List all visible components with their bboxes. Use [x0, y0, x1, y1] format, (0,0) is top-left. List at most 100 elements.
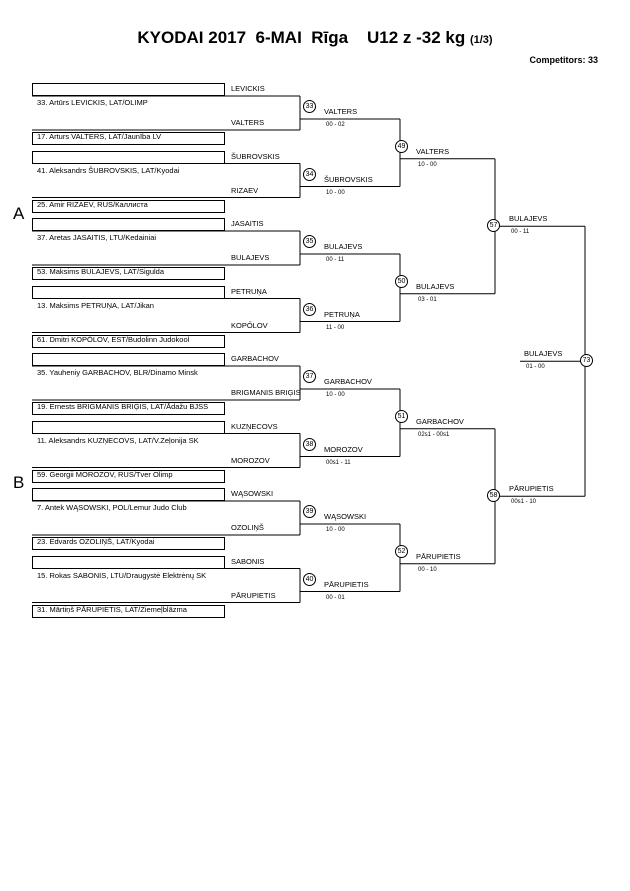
- match-score: 02s1 - 00s1: [418, 431, 450, 438]
- round1-name: OZOLIŅŠ: [231, 523, 264, 532]
- entrant-label: 25. Amir RIZAEV, RUS/Каллиста: [37, 199, 148, 209]
- entrant-label: 7. Antek WĄSOWSKI, POL/Lemur Judo Club: [37, 503, 187, 512]
- winner-name: PĀRUPIETIS: [509, 484, 554, 494]
- round1-name: PĀRUPIETIS: [231, 590, 276, 600]
- entrant-label: 11. Aleksandrs KUZŅECOVS, LAT/V.Zeļonija…: [37, 435, 199, 445]
- match-number: 50: [395, 274, 408, 288]
- match-number: 40: [303, 572, 316, 586]
- winner-name: BULAJEVS: [324, 242, 363, 251]
- match-score: 00 - 11: [511, 229, 530, 236]
- match-number: 57: [487, 219, 500, 233]
- winner-name: PĀRUPIETIS: [416, 551, 461, 561]
- winner-name: VALTERS: [324, 107, 358, 116]
- match-number: 37: [303, 370, 316, 383]
- winner-name: BULAJEVS: [509, 214, 548, 224]
- match-score: 00 - 01: [326, 594, 345, 601]
- title-text: KYODAI 2017 6-MAI Rīga U12 z -32 kg: [137, 28, 466, 47]
- entrant-label: 35. Yauheniy GARBACHOV, BLR/Dinamo Minsk: [37, 368, 198, 377]
- round1-name: BRIGMANIS BRIĢIS: [231, 388, 301, 397]
- winner-name: MOROZOV: [324, 444, 363, 454]
- match-score: 00 - 02: [326, 122, 345, 128]
- match-score: 11 - 00: [326, 324, 345, 331]
- winner-name: WĄSOWSKI: [324, 512, 367, 521]
- match-score: 10 - 00: [326, 392, 345, 398]
- entrant-label: 17. Arturs VALTERS, LAT/Jaunība LV: [37, 132, 162, 141]
- entrant-label: 41. Aleksandrs ŠUBROVSKIS, LAT/Kyodai: [37, 165, 180, 175]
- winner-name: GARBACHOV: [416, 416, 464, 426]
- match-number: 52: [395, 544, 408, 558]
- match-score: 00 - 10: [418, 566, 437, 573]
- match-score: 10 - 00: [418, 161, 437, 168]
- winner-name: BULAJEVS: [416, 281, 455, 291]
- match-score: 03 - 01: [418, 296, 437, 303]
- entrant-box: [32, 83, 225, 96]
- match-number: 33: [303, 100, 316, 113]
- match-number: 51: [395, 409, 408, 423]
- pool-b-label: B: [13, 473, 25, 492]
- winner-name: PĀRUPIETIS: [324, 579, 369, 589]
- entrant-label: 15. Rokas SABONIS, LTU/Draugystė Elektrė…: [37, 570, 207, 580]
- match-score: 00 - 11: [326, 257, 345, 263]
- round1-name: BULAJEVS: [231, 253, 270, 262]
- entrant-label: 33. Artūrs LEVICKIS, LAT/OLIMP: [37, 98, 148, 107]
- match-number: 34: [303, 167, 316, 181]
- match-number: 49: [395, 139, 408, 153]
- match-score: 01 - 00: [526, 364, 545, 371]
- entrant-label: 37. Aretas JASAITIS, LTU/Kedainiai: [37, 233, 157, 242]
- winner-name: VALTERS: [416, 146, 450, 156]
- match-score: 10 - 00: [326, 527, 345, 533]
- match-number: 73: [580, 354, 593, 368]
- entrant-label: 23. Edvards OZOLIŅŠ, LAT/Kyodai: [37, 537, 155, 546]
- entrant-box: [32, 285, 225, 299]
- match-score: 10 - 00: [326, 189, 345, 196]
- entrant-box: [32, 604, 225, 618]
- match-number: 38: [303, 437, 316, 451]
- round1-name: RIZAEV: [231, 185, 259, 195]
- winner-name: BULAJEVS: [524, 349, 563, 359]
- entrant-box: [32, 402, 225, 415]
- round1-name: LEVICKIS: [231, 84, 265, 93]
- entrant-label: 13. Maksims PETRUŅA, LAT/Jikan: [37, 300, 154, 310]
- match-number: 36: [303, 302, 316, 316]
- match-score: 00s1 - 11: [326, 459, 351, 466]
- round1-name: PETRUŅA: [231, 286, 267, 296]
- round1-name: MOROZOV: [231, 455, 270, 465]
- entrant-label: 61. Dmitri KOPŐLOV, EST/Budolinn Judokoo…: [37, 334, 190, 344]
- winner-name: GARBACHOV: [324, 377, 372, 386]
- round1-name: JASAITIS: [231, 219, 264, 228]
- page-indicator: (1/3): [469, 34, 493, 46]
- entrant-box: [32, 537, 225, 550]
- round1-name: SABONIS: [231, 556, 265, 566]
- entrant-label: 59. Georgii MOROZOV, RUS/Tver Olimp: [37, 469, 173, 479]
- round1-name: VALTERS: [231, 118, 265, 127]
- entrant-label: 31. Mārtiņš PĀRUPIETIS, LAT/Ziemeļblāzma: [37, 604, 187, 614]
- match-number: 35: [303, 235, 316, 248]
- competitors-count: Competitors: 33: [529, 55, 598, 65]
- round1-name: KOPŐLOV: [231, 320, 268, 330]
- entrant-box: [32, 469, 225, 483]
- match-number: 58: [487, 489, 500, 503]
- entrant-box: [32, 334, 225, 348]
- round1-name: ŠUBROVSKIS: [231, 151, 280, 161]
- round1-name: WĄSOWSKI: [231, 489, 274, 498]
- round1-name: KUZŅECOVS: [231, 421, 278, 431]
- entrant-box: [32, 488, 225, 501]
- match-number: 39: [303, 505, 316, 518]
- entrant-box: [32, 199, 225, 213]
- entrant-box: [32, 132, 225, 145]
- round1-name: GARBACHOV: [231, 354, 279, 363]
- entrant-label: 19. Ernests BRIGMANIS BRIĢIS, LAT/Ādažu …: [37, 402, 209, 411]
- entrant-box: [32, 218, 225, 231]
- entrant-box: [32, 353, 225, 366]
- entrant-box: [32, 420, 225, 434]
- entrant-box: [32, 150, 225, 164]
- entrant-label: 53. Maksims BULAJEVS, LAT/Sigulda: [37, 267, 164, 276]
- entrant-box: [32, 555, 225, 569]
- match-score: 00s1 - 10: [511, 499, 537, 506]
- page-title: KYODAI 2017 6-MAI Rīga U12 z -32 kg (1/3…: [0, 28, 630, 48]
- winner-name: ŠUBROVSKIS: [324, 174, 373, 184]
- pool-a-label: A: [13, 204, 25, 223]
- entrant-box: [32, 267, 225, 280]
- winner-name: PETRUŅA: [324, 309, 360, 319]
